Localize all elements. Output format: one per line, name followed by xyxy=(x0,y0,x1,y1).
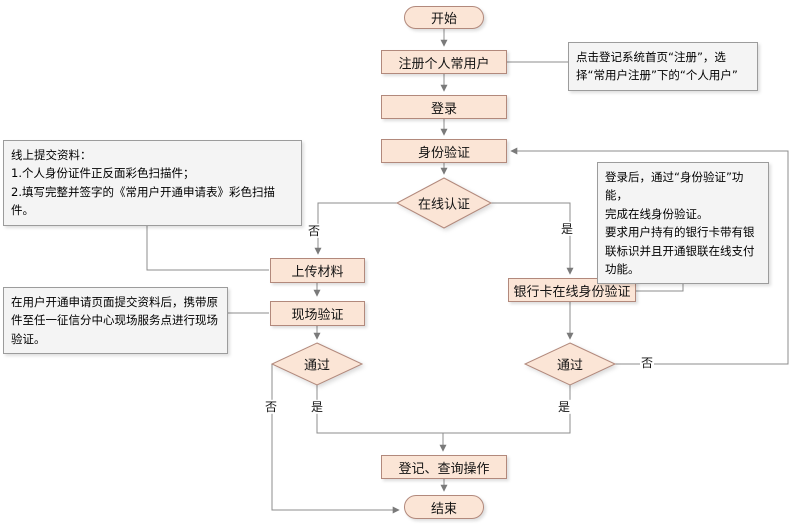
node-register: 注册个人常用户 xyxy=(381,50,507,74)
edge-pass-right-yes xyxy=(443,385,571,434)
edge-label-left-yes: 是 xyxy=(309,399,325,415)
node-login: 登录 xyxy=(381,95,507,119)
node-end: 结束 xyxy=(404,495,484,519)
edge-label-online-no: 否 xyxy=(306,223,322,239)
node-pass-right-label: 通过 xyxy=(556,358,584,374)
node-register-query: 登记、查询操作 xyxy=(381,455,507,479)
edge-label-right-no: 否 xyxy=(639,355,655,371)
node-bankcard-verification: 银行卡在线身份验证 xyxy=(508,278,636,302)
node-identity-verification: 身份验证 xyxy=(381,139,507,163)
node-online-auth-label: 在线认证 xyxy=(417,197,471,213)
annotation-onsite-note: 在用户开通申请页面提交资料后，携带原件至任一征信分中心现场服务点进行现场验证。 xyxy=(3,287,228,355)
annotation-online-submit-note: 线上提交资料： 1.个人身份证件正反面彩色扫描件； 2.填写完整并签字的《常用户… xyxy=(3,140,302,226)
edge-pass-right-no-loop xyxy=(510,147,789,365)
edge-label-online-yes: 是 xyxy=(559,221,575,237)
edge-pass-left-yes xyxy=(316,385,443,434)
annotation-register-note: 点击登记系统首页“注册”，选择“常用户注册”下的“个人用户” xyxy=(568,42,758,91)
node-online-auth-shape xyxy=(395,177,493,229)
node-pass-left-shape xyxy=(270,342,364,386)
edge-label-left-no: 否 xyxy=(263,399,279,415)
node-start: 开始 xyxy=(404,6,484,29)
edge-pass-left-no-to-end xyxy=(271,364,400,514)
node-pass-left-label: 通过 xyxy=(303,358,331,374)
node-pass-right-shape xyxy=(523,342,617,386)
edge-online-auth-yes-to-bankcard xyxy=(491,202,574,275)
edge-label-right-yes: 是 xyxy=(556,399,572,415)
edge-online-auth-no-to-upload xyxy=(314,202,397,255)
node-onsite-verification: 现场验证 xyxy=(270,301,365,326)
annotation-bankcard-note: 登录后，通过“身份验证”功能， 完成在线身份验证。 要求用户持有的银行卡带有银联… xyxy=(597,162,769,285)
node-upload-materials: 上传材料 xyxy=(270,258,365,283)
